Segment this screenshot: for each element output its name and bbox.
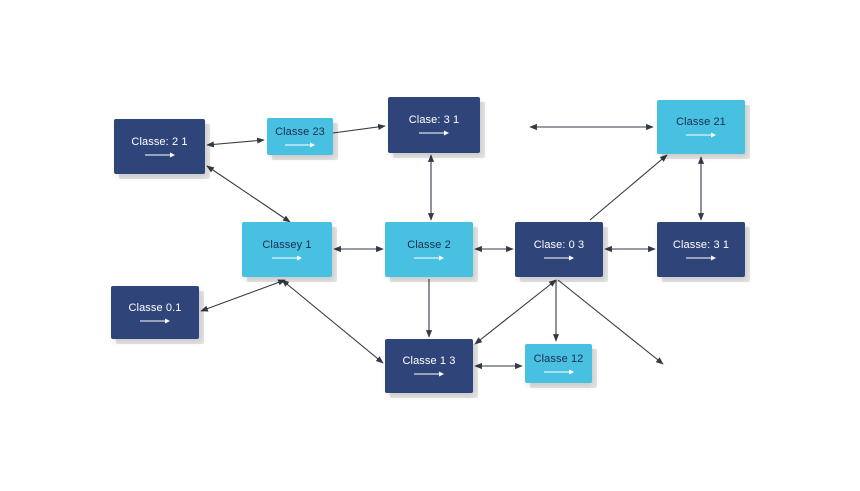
arrow-right-icon [544,255,574,260]
arrow-right-icon [686,132,716,138]
arrow-right-icon [543,369,574,374]
node-label: Classe: 3 1 [672,238,730,251]
edge-n-classe-03-to-loose-end-bottom-right [557,279,664,365]
node-label: Classe: 2 1 [131,135,188,148]
node-label: Clase: 0 3 [533,238,585,251]
n-classe-23[interactable]: Classe 23 [267,118,333,155]
n-classe-12[interactable]: Classe 12 [525,344,592,383]
edge-n-classe-03-to-n-classe-13 [474,279,557,345]
edge-n-classey-1-to-n-classe-13 [281,279,384,364]
node-label: Classe 2 [407,238,451,251]
arrow-right-icon [144,152,175,157]
arrow-right-icon [414,255,444,260]
node-label: Clase: 3 1 [408,114,460,126]
n-classe-31-top[interactable]: Clase: 3 1 [388,97,480,153]
n-classe-21-right[interactable]: Classe 21 [657,100,745,154]
edge-n-classe-21-left-to-n-classey-1 [206,165,291,223]
n-classe-2[interactable]: Classe 2 [385,222,473,277]
n-classe-31-right[interactable]: Classe: 3 1 [657,222,745,277]
node-label: Classe 21 [676,116,726,128]
edge-layer [200,123,705,370]
n-classe-21-left[interactable]: Classe: 2 1 [114,119,205,174]
arrow-right-icon [414,371,444,377]
edge-n-classe-23-to-n-classe-31-top [332,123,386,134]
node-label: Classe 1 3 [402,355,456,367]
arrow-right-icon [285,142,315,147]
arrow-right-icon [686,255,716,260]
edge-n-classe-03-to-n-classe-21-right [589,154,668,221]
n-classe-03[interactable]: Clase: 0 3 [515,222,603,277]
arrow-right-icon [272,255,302,260]
node-label: Classe 12 [533,352,584,365]
edge-n-classe-01-to-n-classey-1 [200,279,286,312]
node-label: Classe 23 [275,125,325,138]
arrow-right-icon [419,130,449,136]
n-classe-01[interactable]: Classe 0.1 [111,286,199,339]
edge-n-classe-21-left-to-n-classe-23 [206,137,265,148]
n-classe-13[interactable]: Classe 1 3 [385,339,473,393]
node-label: Classey 1 [262,238,312,251]
n-classey-1[interactable]: Classey 1 [242,222,332,277]
node-label: Classe 0.1 [128,301,182,314]
arrow-right-icon [140,318,170,323]
